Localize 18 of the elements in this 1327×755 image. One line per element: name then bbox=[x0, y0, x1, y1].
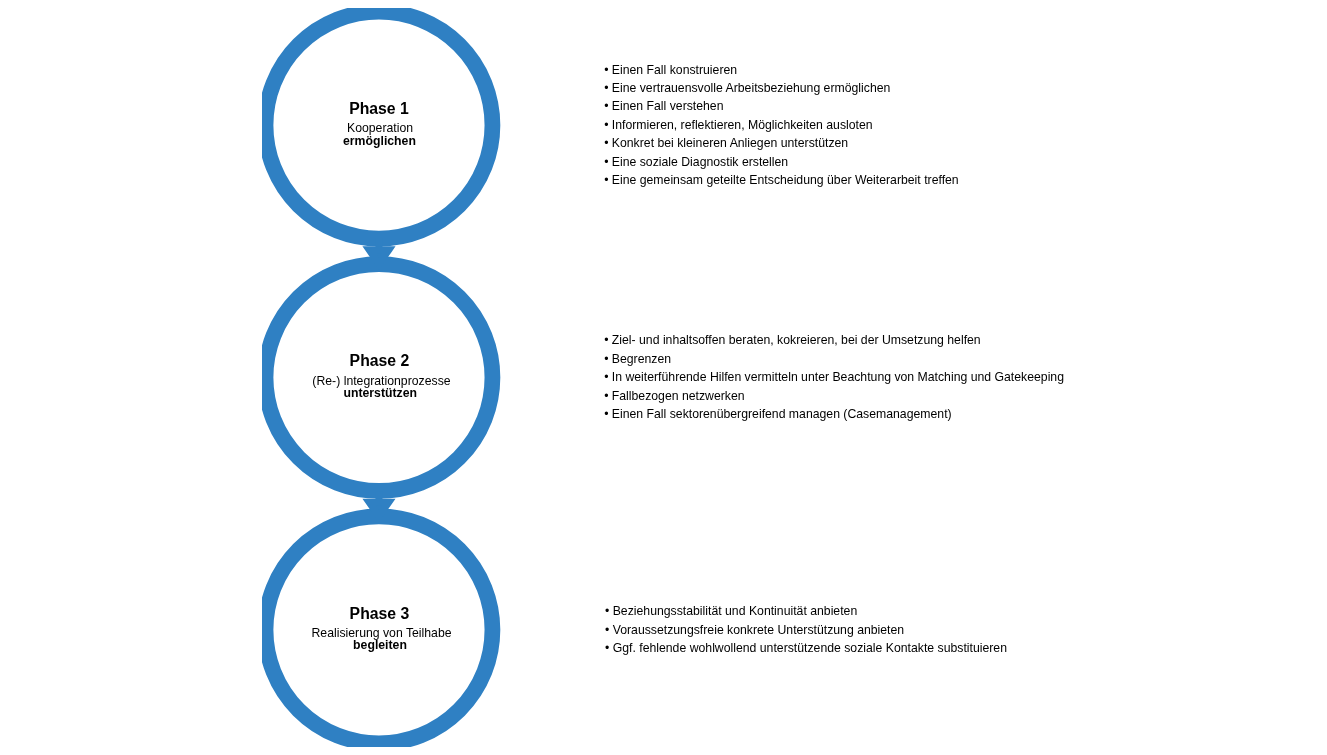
node-label: • Begrenzen bbox=[604, 351, 672, 366]
node-circle: Phase 2 (Re-) lntegrationprozesse unterstützen bbox=[262, 256, 501, 499]
node-label: • Voraussetzungsfreie konkrete Unterstützung anbieten bbox=[605, 622, 905, 637]
node-label: • Konkret bei kleineren Anliegen unterstützen bbox=[604, 136, 849, 151]
node-label: • Einen Fall verstehen bbox=[604, 99, 724, 114]
node-label: • Eine gemeinsam geteilte Entscheidung über Weiterarbeit treffen bbox=[604, 173, 959, 188]
node-label: • In weiterführende Hilfen vermitteln unter Beachtung von Matching und Gatekeeping bbox=[604, 370, 1064, 385]
node-label: • Ziel- und inhaltsoffen beraten, kokreieren, bei der Umsetzung helfen bbox=[604, 333, 981, 348]
node-label: • Informieren, reflektieren, Möglichkeiten ausloten bbox=[604, 117, 873, 132]
node-label: • Ggf. fehlende wohlwollend unterstützende soziale Kontakte substituieren bbox=[605, 640, 1007, 655]
node-label: • Einen Fall sektorenübergreifend managen (Casemanagement) bbox=[604, 406, 952, 421]
node-label: • Eine soziale Diagnostik erstellen bbox=[604, 154, 789, 169]
node-label: • Eine vertrauensvolle Arbeitsbeziehung ermöglichen bbox=[604, 81, 891, 96]
node-label: • Beziehungsstabilität und Kontinuität anbieten bbox=[605, 604, 858, 619]
node-label: • Einen Fall konstruieren bbox=[604, 62, 738, 77]
node-label: • Fallbezogen netzwerken bbox=[604, 388, 745, 403]
node-circle: Phase 1 Kooperation ermöglichen bbox=[262, 8, 501, 247]
node-circle: Phase 3 Realisierung von Teilhabe begleiten bbox=[262, 508, 501, 747]
